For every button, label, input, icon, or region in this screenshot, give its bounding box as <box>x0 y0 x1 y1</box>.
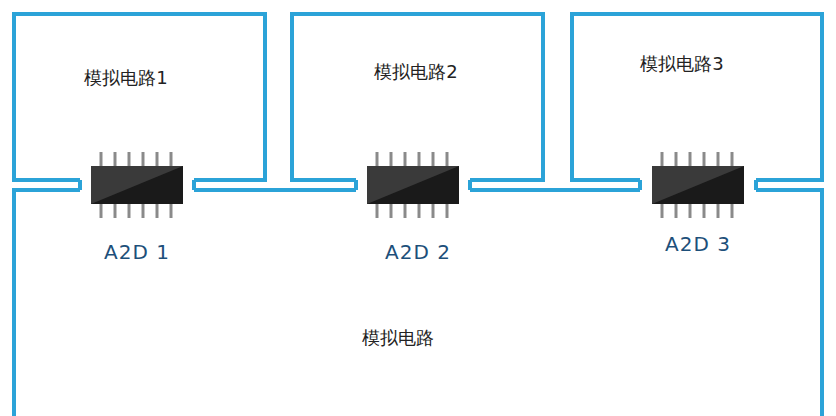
region-title: 模拟电路1 <box>84 66 167 90</box>
circuit-region: 模拟电路2 <box>292 14 543 180</box>
adc-chip <box>652 152 744 218</box>
region-title: 模拟电路3 <box>640 52 723 76</box>
circuit-region: 模拟电路 <box>14 190 822 416</box>
chip-label: A2D 3 <box>665 232 731 256</box>
circuit-region: 模拟电路1 <box>14 14 265 180</box>
region-title: 模拟电路 <box>362 326 434 350</box>
adc-chip <box>91 152 183 218</box>
chip-label: A2D 1 <box>104 240 170 264</box>
region-title: 模拟电路2 <box>374 60 457 84</box>
adc-chip <box>367 152 459 218</box>
circuit-region: 模拟电路3 <box>572 14 822 180</box>
chip-label: A2D 2 <box>385 240 451 264</box>
